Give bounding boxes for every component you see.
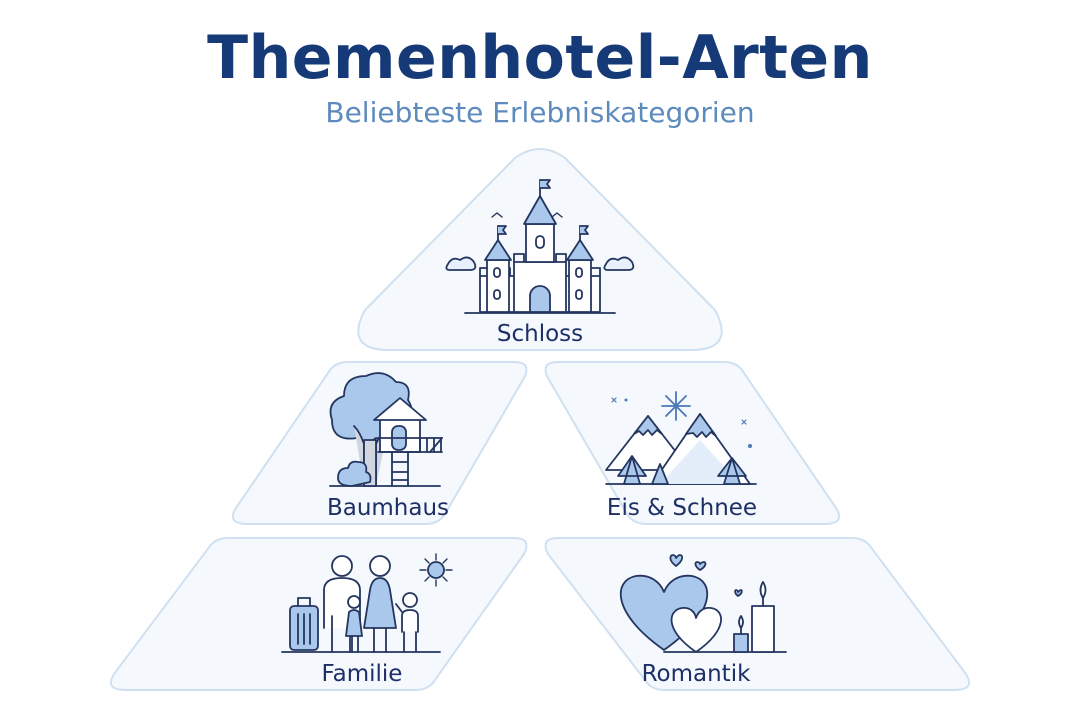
page-subtitle: Beliebteste Erlebniskategorien [325,96,755,129]
snow-mountain-icon [605,391,757,485]
tier-label-schloss: Schloss [496,321,584,347]
tier-label-familie: Familie [321,661,403,687]
family-icon [281,553,453,653]
hearts-candle-icon [620,554,787,653]
tier-label-romantik: Romantik [641,661,751,687]
treehouse-icon [329,372,443,487]
page-title: Themenhotel-Arten [207,23,873,93]
castle-icon [445,179,635,314]
tier-label-eis-schnee: Eis & Schnee [606,495,758,521]
tier-label-baumhaus: Baumhaus [326,495,450,521]
